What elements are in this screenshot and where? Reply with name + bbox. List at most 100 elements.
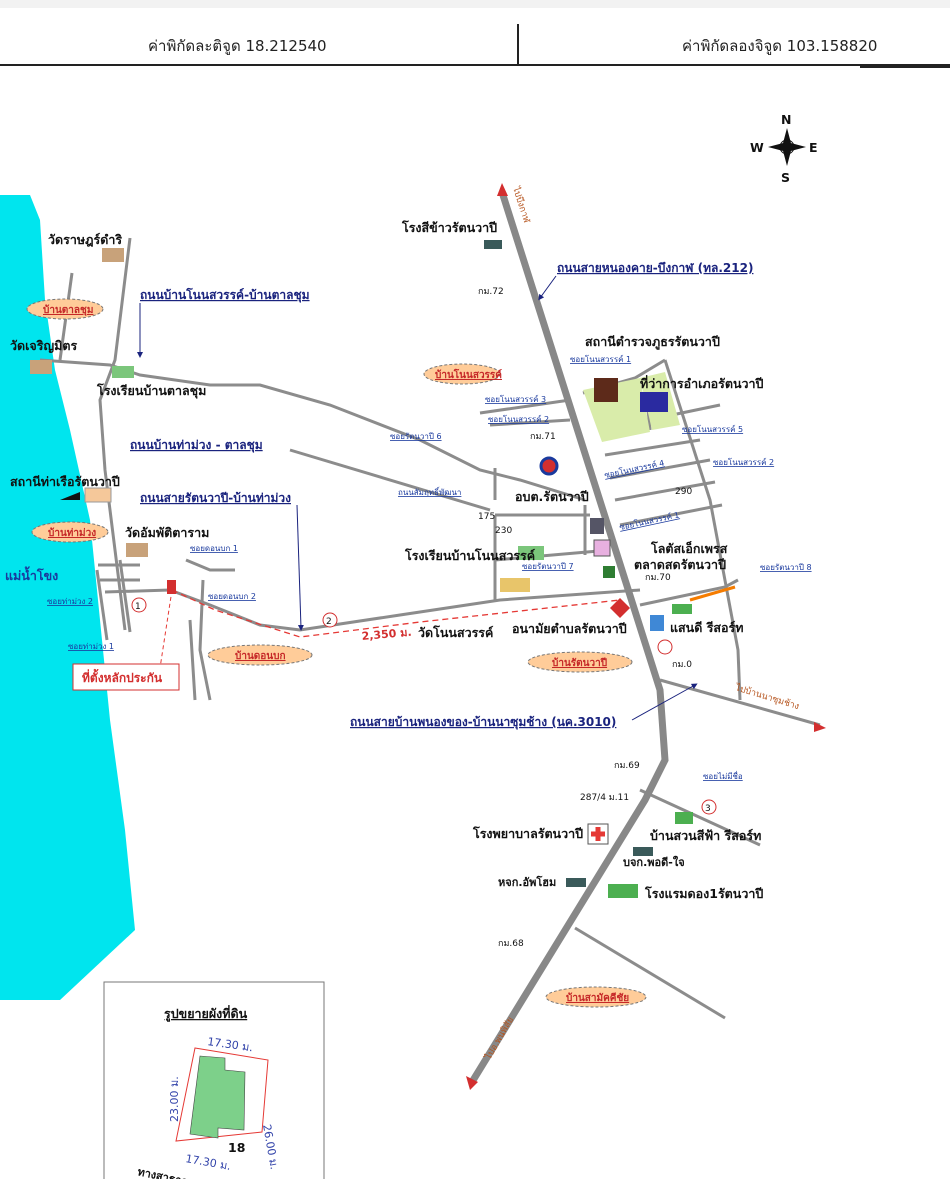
km-marker: กม.0 bbox=[672, 660, 692, 670]
soi-label: ซอยท่าม่วง 2 bbox=[47, 597, 93, 606]
road-label: ถนนบ้านท่าม่วง - ตาลชุม bbox=[130, 438, 263, 453]
soi-label: ซอยโนนสวรรค์ 2 bbox=[713, 457, 774, 467]
number-label: 175 bbox=[478, 512, 495, 522]
route-line bbox=[171, 589, 621, 638]
direction-label: ไปอ.พนพิสัย bbox=[483, 1015, 517, 1062]
place-label: วัดเจริญมิตร bbox=[10, 338, 77, 353]
collateral-pointer bbox=[159, 589, 173, 669]
route-point-label: 1 bbox=[135, 602, 141, 612]
place-label: สถานีท่าเรือรัตนวาปี bbox=[10, 474, 120, 489]
road-label: ถนนสายหนองคาย-บึงกาฬ (ทล.212) bbox=[557, 261, 753, 275]
compass-w: W bbox=[750, 140, 764, 155]
school-icon bbox=[112, 366, 134, 378]
mekong-river bbox=[0, 195, 135, 1000]
divider bbox=[860, 64, 950, 68]
coordinate-bar: ค่าพิกัดละติจูด 18.212540 ค่าพิกัดลองจิจ… bbox=[0, 24, 950, 68]
soi-label: ซอยโนนสวรรค์ 1 bbox=[570, 354, 631, 364]
government-building-icon bbox=[590, 518, 604, 534]
soi-label: ซอยรัตนวาปี 8 bbox=[760, 563, 812, 572]
route-point-label: 3 bbox=[705, 804, 711, 814]
highway-212 bbox=[469, 190, 669, 1084]
school-icon bbox=[518, 546, 544, 560]
soi-label: ซอยโนนสวรรค์ 3 bbox=[485, 394, 546, 404]
route-distance: 2,350 ม. bbox=[361, 626, 412, 643]
place-label: หจก.อัพโฮม bbox=[498, 875, 556, 889]
village-label: บ้านดอนบก bbox=[235, 650, 286, 662]
temple-icon bbox=[126, 543, 148, 557]
soi-label: ซอยรัตนวาปี 6 bbox=[390, 432, 442, 441]
km-marker: กม.68 bbox=[498, 939, 524, 949]
temple-icon bbox=[500, 578, 530, 592]
factory-icon bbox=[566, 878, 586, 887]
place-label: อนามัยตำบลรัตนวาปี bbox=[512, 621, 627, 636]
arrow-south bbox=[466, 1076, 478, 1090]
place-label: โรงเรียนบ้านตาลชุม bbox=[96, 383, 206, 399]
road-label: ถนนสายรัตนวาปี-บ้านท่าม่วง bbox=[140, 491, 291, 505]
place-label: โลตัสเอ็กเพรส bbox=[650, 541, 728, 556]
dimension-left: 23.00 ม. bbox=[168, 1076, 181, 1122]
pointer bbox=[538, 275, 557, 301]
place-label: โรงสีข้าวรัตนวาปี bbox=[401, 220, 497, 235]
place-label: โรงแรมดอง1รัตนวาปี bbox=[644, 886, 763, 901]
place-label: บ้านสวนสีฟ้า รีสอร์ท bbox=[650, 828, 761, 843]
place-label: โรงพยาบาลรัตนวาปี bbox=[472, 826, 583, 841]
soi-label: ซอยโนนสวรรค์ 4 bbox=[603, 457, 665, 479]
divider bbox=[517, 24, 519, 64]
number-label: 230 bbox=[495, 526, 512, 536]
village-label: บ้านโนนสวรรค์ bbox=[435, 368, 502, 381]
km-marker: กม.72 bbox=[478, 287, 504, 297]
place-label: ที่ว่าการอำเภอรัตนวาปี bbox=[640, 375, 764, 391]
soi-label: ซอยโนนสวรรค์ 1 bbox=[618, 509, 680, 531]
km-marker: กม.71 bbox=[530, 432, 556, 442]
hotel-icon bbox=[608, 884, 638, 898]
compass-n: N bbox=[781, 112, 791, 127]
place-label: บจก.พอดี-ใจ bbox=[623, 855, 685, 869]
place-label: ตลาดสดรัตนวาปี bbox=[634, 557, 726, 572]
resort-icon bbox=[650, 615, 664, 631]
dimension-top: 17.30 ม. bbox=[207, 1035, 254, 1054]
resort-icon bbox=[672, 604, 692, 614]
place-label: อบต.รัตนวาปี bbox=[515, 489, 589, 504]
place-label: สถานีตำรวจภูธรรัตนวาปี bbox=[585, 334, 720, 350]
village-label: บ้านตาลชุม bbox=[43, 304, 93, 316]
soi-label: ซอยดอนบก 2 bbox=[208, 592, 256, 601]
factory-icon bbox=[633, 847, 653, 856]
boat-icon bbox=[60, 492, 80, 500]
top-strip bbox=[0, 0, 950, 8]
resort-icon bbox=[675, 812, 693, 824]
village-label: บ้านท่าม่วง bbox=[48, 527, 96, 539]
gas-station-icon bbox=[539, 456, 559, 476]
soi-label: ซอยท่าม่วง 1 bbox=[68, 642, 114, 651]
km-marker: กม.69 bbox=[614, 761, 640, 771]
red-cross-icon bbox=[591, 827, 605, 841]
pt-station-icon bbox=[657, 639, 673, 655]
collateral-marker-icon bbox=[167, 580, 176, 594]
compass-s: S bbox=[781, 170, 790, 185]
orange-soi bbox=[689, 585, 736, 602]
place-label: วัดอัมพัติตาราม bbox=[125, 525, 209, 540]
health-center-icon bbox=[610, 598, 630, 618]
temple-icon bbox=[30, 360, 52, 374]
route-point-2 bbox=[322, 612, 338, 628]
inset-title: รูปขยายผังที่ดิน bbox=[164, 1005, 248, 1022]
police-badge-icon bbox=[594, 378, 618, 402]
lotus-store-icon bbox=[593, 539, 611, 557]
route-point-3 bbox=[701, 799, 717, 815]
collateral-label: ที่ตั้งหลักประกัน bbox=[82, 668, 163, 685]
seven-eleven-icon bbox=[603, 566, 615, 578]
road-label: ถนนสัมฤทธิ์พัฒนา bbox=[398, 486, 461, 497]
port-building-icon bbox=[84, 487, 112, 503]
longitude-label: ค่าพิกัดลองจิจูด 103.158820 bbox=[682, 37, 878, 55]
soi-label: ซอยโนนสวรรค์ 2 bbox=[488, 414, 549, 424]
route-point-1 bbox=[131, 597, 147, 613]
place-label: วัดโนนสวรรค์ bbox=[418, 625, 493, 640]
place-label: โรงเรียนบ้านโนนสวรรค์ bbox=[404, 548, 535, 563]
compass-icon: N S E W bbox=[750, 112, 818, 185]
place-icons bbox=[30, 240, 693, 898]
land-plan-inset: รูปขยายผังที่ดิน 17.30 ม. 23.00 ม. 26.00… bbox=[103, 981, 325, 1179]
latitude-label: ค่าพิกัดละติจูด 18.212540 bbox=[148, 37, 327, 55]
direction-label: ไปบ้านนาซุมช้าง bbox=[733, 682, 800, 712]
soi-label: ซอยโนนสวรรค์ 5 bbox=[682, 424, 743, 434]
pointer bbox=[631, 683, 698, 721]
village-ovals bbox=[26, 298, 647, 1008]
